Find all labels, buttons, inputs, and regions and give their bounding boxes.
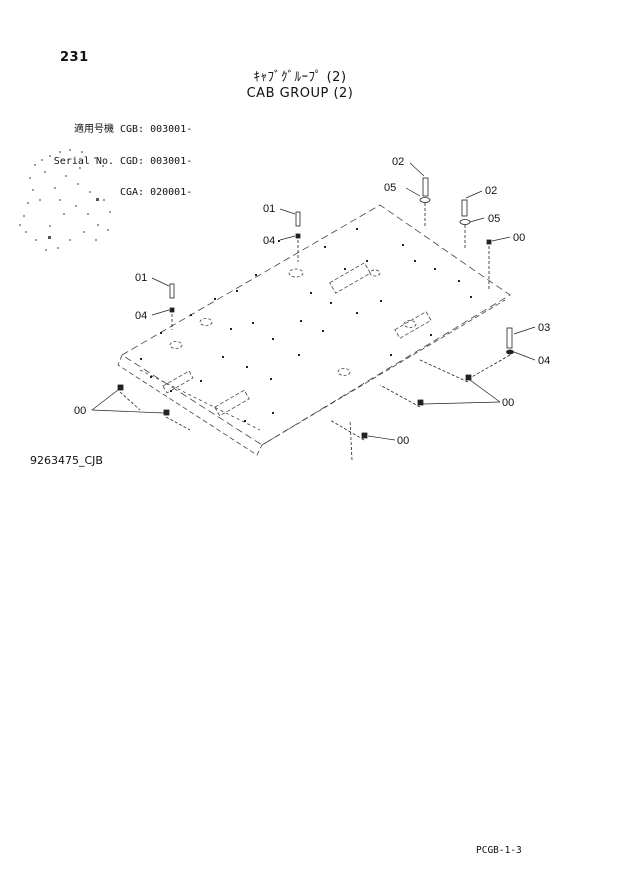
callout-01-a: 01 <box>263 203 275 215</box>
drawing-id: 9263475_CJB <box>30 454 103 467</box>
serial-label: Serial No. <box>53 155 114 167</box>
leader-lines <box>91 162 536 441</box>
footer-page-code: PCGB-1-3 <box>476 845 522 856</box>
serial-range-cgb: CGB: 003001- <box>120 124 193 135</box>
callout-04-c: 04 <box>538 355 550 367</box>
callout-00-c: 00 <box>502 397 514 409</box>
callout-01-b: 01 <box>135 272 147 284</box>
page-title-japanese: ｷｬﾌﾞｸﾞﾙｰﾌﾟ (2) <box>253 70 347 85</box>
cab-floor-plate <box>117 204 511 456</box>
serial-range-cga: CGA: 020001- <box>120 187 193 198</box>
callout-05-b: 05 <box>488 213 500 225</box>
plate-holes <box>140 228 472 422</box>
callout-00-b: 00 <box>74 405 86 417</box>
callout-04-a: 04 <box>263 235 275 247</box>
serial-label-japanese: 適用号機 <box>74 124 114 135</box>
machine-thumbnail <box>19 149 111 251</box>
bolt-parts <box>117 177 514 461</box>
callout-03: 03 <box>538 322 550 334</box>
callout-00-d: 00 <box>397 435 409 447</box>
serial-range-cgd: CGD: 003001- <box>120 155 193 167</box>
callout-00-a: 00 <box>513 232 525 244</box>
callout-02-a: 02 <box>392 156 404 168</box>
page-number: 231 <box>60 50 89 65</box>
callout-02-b: 02 <box>485 185 497 197</box>
serial-number-block: 適用号機 CGB: 003001- Serial No. CGD: 003001… <box>48 104 192 209</box>
page-title: CAB GROUP (2) <box>246 86 354 101</box>
part-callouts: 02 05 02 05 00 01 04 01 04 03 04 00 00 0… <box>74 156 550 447</box>
callout-05-a: 05 <box>384 182 396 194</box>
callout-04-b: 04 <box>135 310 147 322</box>
